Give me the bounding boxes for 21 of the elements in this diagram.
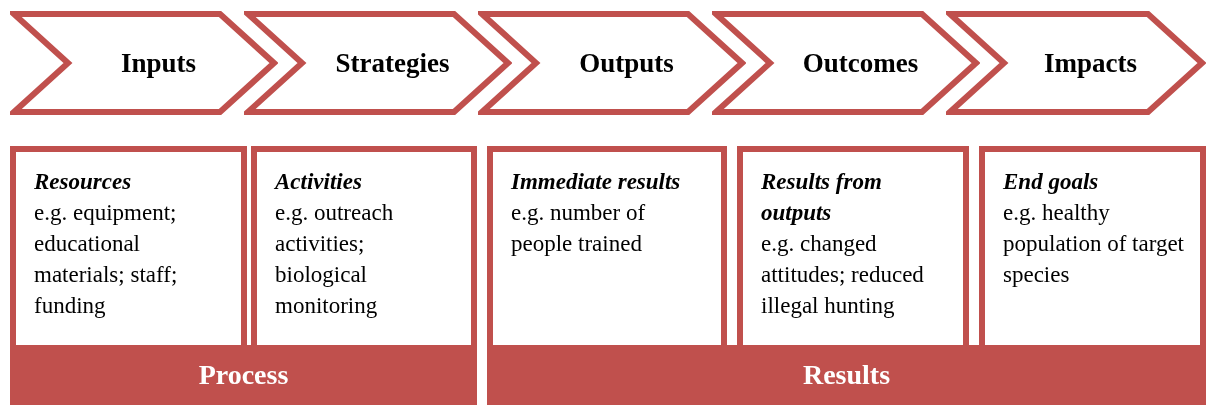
card-heading: Immediate results — [511, 168, 682, 196]
stage-card — [10, 146, 247, 345]
card-heading: End goals — [1003, 168, 1100, 196]
stage-card — [737, 146, 969, 345]
card-text: e.g. outreach activities; biological monitoring — [275, 199, 395, 320]
card-text: e.g. healthy population of target species — [1003, 199, 1185, 289]
card-text: e.g. number of people trained — [511, 199, 647, 258]
group-label: Results — [802, 359, 891, 390]
stage-title: Impacts — [1043, 47, 1138, 79]
stage-card — [979, 146, 1206, 345]
stage-card — [487, 146, 727, 345]
stage-title: Outcomes — [801, 47, 920, 79]
group-label: Process — [198, 359, 289, 390]
stage-title: Inputs — [119, 47, 198, 79]
card-heading: Resources — [34, 168, 133, 196]
card-heading: Activities — [275, 168, 363, 196]
stage-card — [251, 146, 477, 345]
stage-title: Strategies — [334, 47, 451, 79]
card-text: e.g. equipment; educational materials; staff; funding — [34, 199, 179, 320]
stage-title: Outputs — [578, 47, 675, 79]
card-text: e.g. changed attitudes; reduced illegal hunting — [761, 230, 925, 320]
